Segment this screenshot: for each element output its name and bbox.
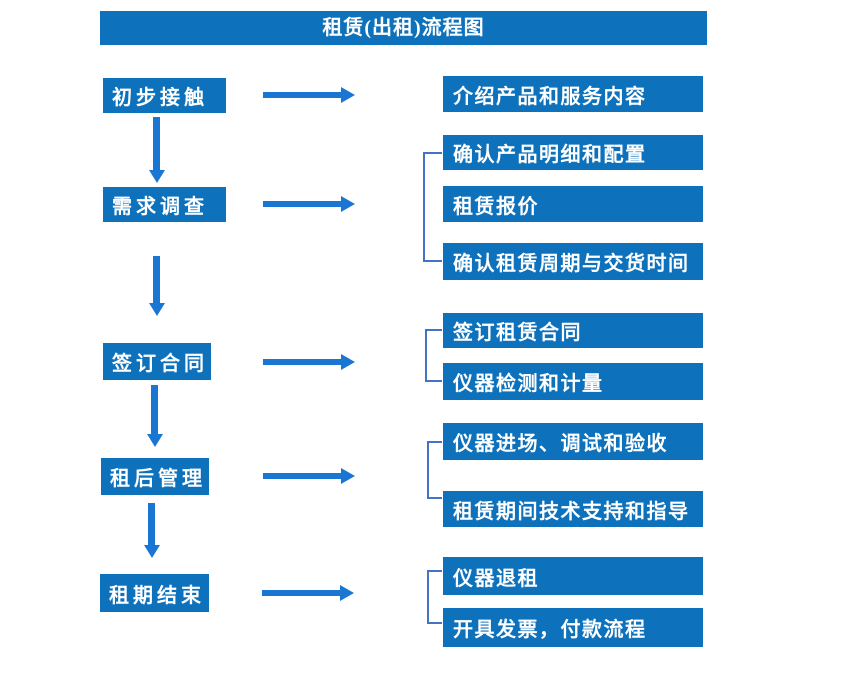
down-arrow-icon — [144, 503, 160, 558]
arrow-shaft — [262, 590, 341, 596]
arrow-head — [341, 468, 355, 484]
arrow-head — [149, 303, 165, 316]
step-box-rental-end: 租期结束 — [100, 574, 209, 612]
group-bracket — [427, 441, 442, 499]
arrow-head — [149, 170, 165, 183]
step-box-post-rental-management: 租后管理 — [101, 458, 209, 495]
arrow-head — [341, 196, 355, 212]
detail-box: 仪器进场、调试和验收 — [443, 423, 703, 460]
right-arrow-icon — [263, 87, 355, 103]
detail-box: 仪器退租 — [443, 557, 703, 595]
right-arrow-icon — [263, 196, 355, 212]
arrow-shaft — [263, 92, 342, 98]
arrow-shaft — [263, 473, 342, 479]
arrow-head — [147, 434, 163, 447]
step-box-demand-survey: 需求调查 — [103, 187, 226, 222]
detail-box: 确认产品明细和配置 — [443, 135, 703, 170]
detail-box: 确认租赁周期与交货时间 — [443, 243, 703, 280]
detail-box: 租赁报价 — [443, 186, 703, 222]
down-arrow-icon — [149, 256, 165, 316]
right-arrow-icon — [263, 354, 355, 370]
detail-box: 租赁期间技术支持和指导 — [443, 491, 703, 527]
arrow-shaft — [151, 385, 158, 435]
detail-box: 仪器检测和计量 — [443, 363, 703, 400]
arrow-shaft — [263, 359, 342, 365]
arrow-head — [341, 354, 355, 370]
right-arrow-icon — [263, 468, 355, 484]
arrow-head — [340, 585, 354, 601]
diagram-title: 租赁(出租)流程图 — [100, 11, 707, 45]
group-bracket — [423, 152, 442, 262]
arrow-shaft — [263, 201, 342, 207]
group-bracket — [427, 570, 442, 624]
detail-box: 开具发票，付款流程 — [443, 608, 703, 647]
arrow-head — [341, 87, 355, 103]
arrow-shaft — [153, 256, 160, 304]
down-arrow-icon — [149, 117, 165, 183]
arrow-shaft — [148, 503, 155, 546]
right-arrow-icon — [262, 585, 354, 601]
down-arrow-icon — [147, 385, 163, 447]
arrow-head — [144, 545, 160, 558]
arrow-shaft — [153, 117, 160, 171]
group-bracket — [425, 329, 442, 382]
step-box-initial-contact: 初步接触 — [103, 78, 226, 113]
step-box-sign-contract: 签订合同 — [103, 343, 211, 380]
detail-box: 介绍产品和服务内容 — [443, 76, 703, 112]
detail-box: 签订租赁合同 — [443, 313, 703, 348]
